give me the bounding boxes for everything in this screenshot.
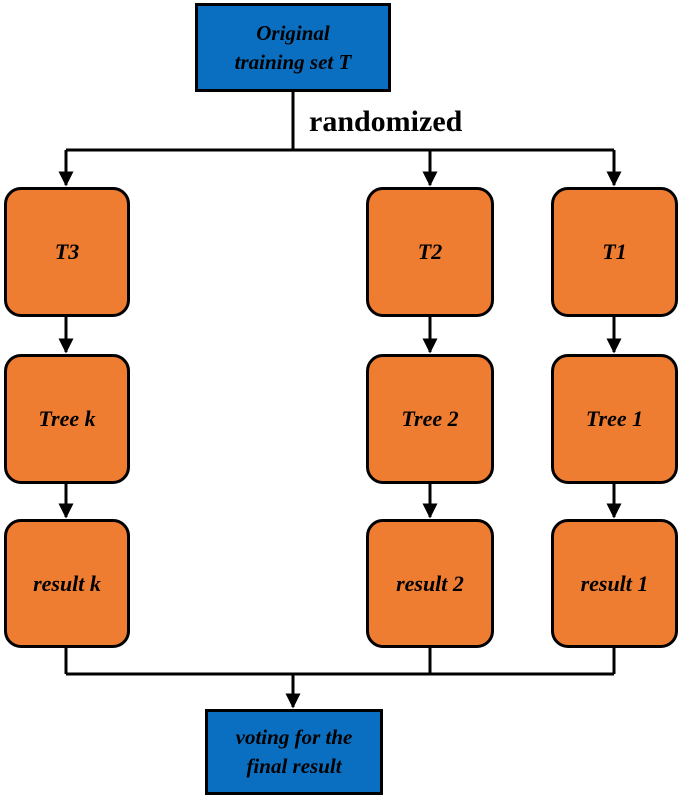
subset-label: T3 bbox=[54, 239, 80, 264]
subset-node-t3: T3 bbox=[4, 187, 130, 317]
source-line1: Original bbox=[256, 20, 330, 45]
subset-label: T2 bbox=[417, 239, 443, 264]
sink-line2: final result bbox=[246, 754, 342, 778]
tree-node-k: Tree k bbox=[4, 354, 130, 484]
source-node: Original training set T bbox=[195, 3, 391, 92]
result-label: result 1 bbox=[580, 570, 649, 596]
tree-label: Tree k bbox=[38, 406, 96, 431]
sink-line1: voting for the bbox=[235, 725, 353, 749]
result-node-2: result 2 bbox=[366, 519, 494, 648]
subset-node-t1: T1 bbox=[551, 187, 678, 317]
tree-node-2: Tree 2 bbox=[366, 354, 494, 484]
result-label: result k bbox=[33, 570, 101, 596]
subset-node-t2: T2 bbox=[366, 187, 494, 317]
tree-label: Tree 2 bbox=[401, 406, 459, 431]
subset-label: T1 bbox=[602, 239, 627, 264]
tree-label: Tree 1 bbox=[585, 406, 644, 431]
result-node-1: result 1 bbox=[551, 519, 678, 648]
tree-node-1: Tree 1 bbox=[551, 354, 678, 484]
source-line2: training set T bbox=[234, 49, 352, 74]
result-node-k: result k bbox=[4, 519, 130, 648]
result-label: result 2 bbox=[396, 570, 464, 596]
sink-node: voting for the final result bbox=[205, 709, 383, 795]
edge-label-randomized: randomized bbox=[309, 105, 463, 138]
